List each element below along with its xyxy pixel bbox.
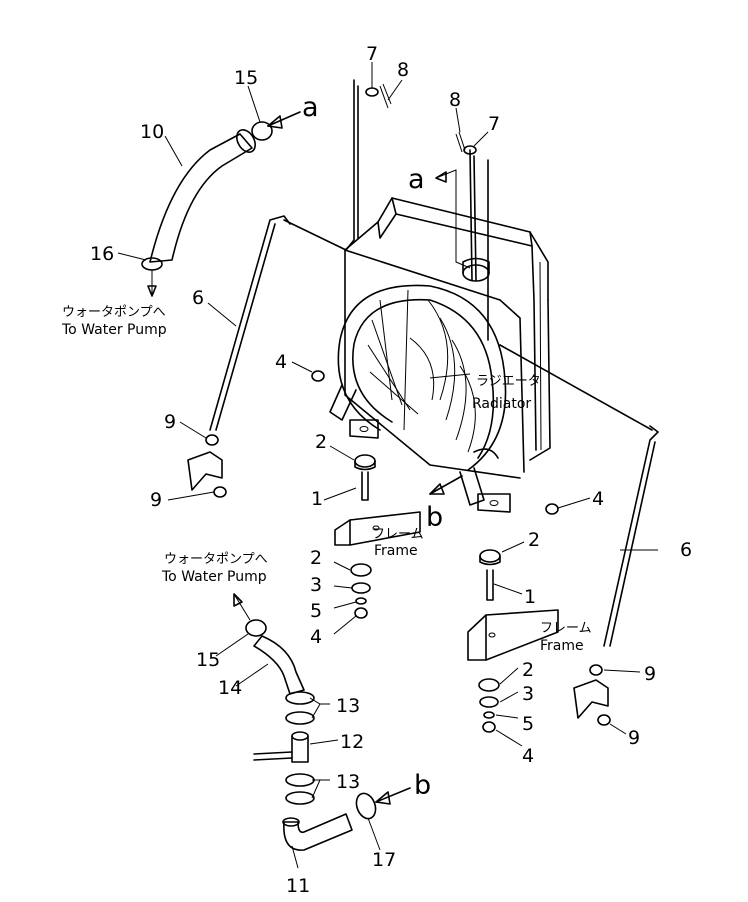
callout-17: 17 <box>372 849 396 871</box>
callout-16: 16 <box>90 243 114 265</box>
callout-6: 6 <box>192 287 204 309</box>
callout-14: 14 <box>218 677 242 699</box>
callout-9: 9 <box>628 727 640 749</box>
top-brackets <box>345 79 489 341</box>
callout-4: 4 <box>275 351 287 373</box>
radiator <box>329 197 551 513</box>
frame-left-label-en: Frame <box>374 543 418 559</box>
frame-right-label-jp: フレーム <box>540 621 592 636</box>
callout-2: 2 <box>315 431 327 453</box>
callout-5: 5 <box>310 600 322 622</box>
callout-4: 4 <box>310 626 322 648</box>
callout-7: 7 <box>366 43 378 65</box>
upper-hose <box>141 121 273 271</box>
callout-15: 15 <box>196 649 220 671</box>
callout-8: 8 <box>397 59 409 81</box>
callout-5: 5 <box>522 713 534 735</box>
letter-b: b <box>414 770 431 801</box>
callout-8: 8 <box>449 89 461 111</box>
callout-2: 2 <box>310 547 322 569</box>
callout-numbers: 7 8 8 7 15 10 16 6 4 2 1 9 9 4 2 6 2 3 5… <box>90 43 692 897</box>
callout-7: 7 <box>488 113 500 135</box>
callout-10: 10 <box>140 121 164 143</box>
callout-3: 3 <box>310 574 322 596</box>
callout-15: 15 <box>234 67 258 89</box>
letter-markers: a a b b <box>302 92 443 801</box>
callout-9: 9 <box>150 489 162 511</box>
letter-b: b <box>426 502 443 533</box>
pump-note-mid-en: To Water Pump <box>161 569 267 585</box>
pump-note-top-en: To Water Pump <box>61 322 167 338</box>
callout-13: 13 <box>336 695 360 717</box>
callout-12: 12 <box>340 731 364 753</box>
letter-a: a <box>408 164 425 195</box>
frame-left-label-jp: フレーム <box>372 527 424 542</box>
pump-note-mid-jp: ウォータポンプへ <box>164 552 268 567</box>
callout-3: 3 <box>522 683 534 705</box>
callout-2: 2 <box>528 529 540 551</box>
callout-13: 13 <box>336 771 360 793</box>
callout-9: 9 <box>644 663 656 685</box>
left-mount-stack <box>311 370 421 619</box>
callout-1: 1 <box>524 586 536 608</box>
leader-lines <box>117 62 658 869</box>
pump-note-top-jp: ウォータポンプへ <box>62 305 166 320</box>
frame-right-label-en: Frame <box>540 638 584 654</box>
right-mount-stack <box>467 503 559 733</box>
callout-11: 11 <box>286 875 310 897</box>
callout-4: 4 <box>522 745 534 767</box>
radiator-label-en: Radiator <box>472 396 531 412</box>
rod-clips <box>187 434 611 726</box>
text-notes: ウォータポンプへ To Water Pump ウォータポンプへ To Water… <box>61 305 592 654</box>
callout-9: 9 <box>164 411 176 433</box>
callout-4: 4 <box>592 488 604 510</box>
callout-2: 2 <box>522 659 534 681</box>
lower-hose-group <box>245 619 377 851</box>
stay-rods <box>209 215 659 647</box>
letter-a: a <box>302 92 319 123</box>
radiator-label-jp: ラジエータ <box>476 374 541 389</box>
callout-1: 1 <box>311 488 323 510</box>
callout-6: 6 <box>680 539 692 561</box>
